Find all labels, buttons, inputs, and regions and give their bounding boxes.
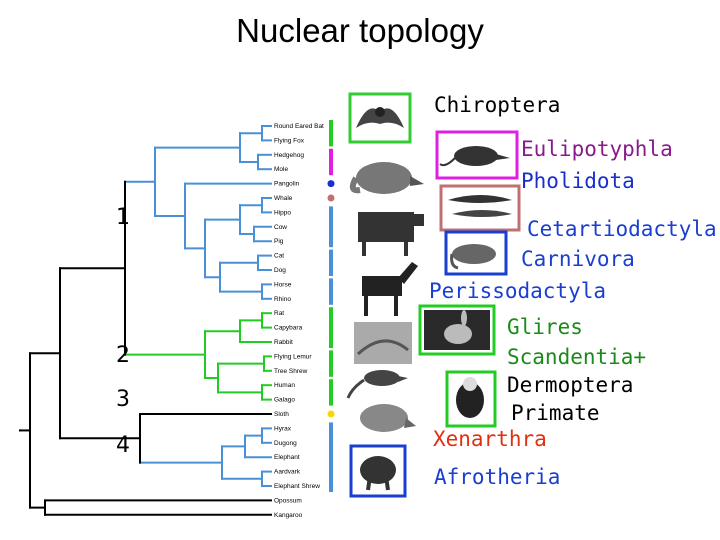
dermoptera-image (354, 322, 412, 364)
taxon-label: Pig (274, 238, 284, 245)
taxon-label: Galago (274, 397, 295, 404)
clade-bar (329, 120, 333, 147)
rabbit-image (418, 304, 496, 356)
taxon-label: Kangaroo (274, 512, 303, 519)
primate-image (445, 370, 497, 428)
taxon-label: Opossum (274, 497, 302, 504)
pangolin-image (349, 162, 424, 194)
clade-dot (327, 194, 335, 202)
taxon-label: Rabbit (274, 339, 293, 346)
node-number-3: 3 (116, 387, 130, 412)
node-number-4: 4 (116, 433, 130, 458)
taxon-label: Round Eared Bat (274, 123, 324, 130)
dolphin-image (439, 184, 521, 232)
clade-cetartiodactyla: Cetartiodactyla (527, 217, 717, 241)
taxon-label: Rat (274, 310, 284, 317)
taxon-label: Flying Lemur (274, 353, 312, 360)
clade-bar (329, 278, 333, 305)
clade-dermoptera: Dermoptera (507, 373, 633, 397)
clade-xenarthra: Xenarthra (433, 427, 547, 451)
shrew-image (435, 130, 519, 180)
taxon-label: Pangolin (274, 181, 300, 188)
clade-bar (329, 350, 333, 377)
armadillo-image (360, 404, 416, 432)
node-number-2: 2 (116, 343, 130, 368)
taxon-label: Sloth (274, 411, 289, 418)
clade-primate: Primate (511, 401, 600, 425)
taxon-label: Hedgehog (274, 152, 304, 159)
taxon-label: Horse (274, 281, 292, 288)
taxon-label: Dog (274, 267, 286, 274)
taxon-label: Rhino (274, 296, 291, 303)
taxon-label: Capybara (274, 325, 303, 332)
taxon-label: Aardvark (274, 469, 301, 476)
clade-perissodactyla: Perissodactyla (429, 279, 606, 303)
taxon-label: Flying Fox (274, 137, 305, 144)
clade-bar (329, 307, 333, 348)
clade-carnivora: Carnivora (521, 247, 635, 271)
taxon-label: Elephant Shrew (274, 483, 320, 490)
clade-glires: Glires (507, 315, 583, 339)
clade-pholidota: Pholidota (521, 169, 635, 193)
taxon-label: Cat (274, 253, 284, 260)
elephant-image (349, 444, 407, 498)
cow-image (358, 212, 424, 256)
clade-bar (329, 206, 333, 248)
clade-bars (327, 120, 335, 492)
clade-dot (327, 410, 335, 418)
clade-bar (329, 422, 333, 492)
page-title: Nuclear topology (236, 12, 484, 49)
taxon-label: Mole (274, 166, 288, 173)
clade-eulipotyphla: Eulipotyphla (521, 137, 673, 161)
tree-branches (19, 125, 272, 516)
taxon-label: Whale (274, 195, 293, 202)
taxon-label: Tree Shrew (274, 368, 308, 375)
taxon-label: Hippo (274, 209, 291, 216)
taxon-label: Elephant (274, 454, 300, 461)
clade-scandentia: Scandentia+ (507, 345, 646, 369)
clade-chiroptera: Chiroptera (434, 93, 560, 117)
clade-bar (329, 249, 333, 276)
node-number-1: 1 (116, 205, 130, 230)
taxon-label: Human (274, 382, 295, 389)
taxon-label: Hyrax (274, 425, 292, 432)
civet-image (444, 230, 508, 276)
horse-image (362, 262, 418, 316)
taxon-label: Dugong (274, 440, 297, 447)
clade-bar (329, 379, 333, 406)
treeshrew-image (346, 370, 408, 399)
bat-image (348, 92, 412, 144)
clade-afrotheria: Afrotheria (434, 465, 560, 489)
clade-bar (329, 148, 333, 176)
clade-dot (327, 180, 335, 188)
taxon-label: Cow (274, 224, 287, 231)
